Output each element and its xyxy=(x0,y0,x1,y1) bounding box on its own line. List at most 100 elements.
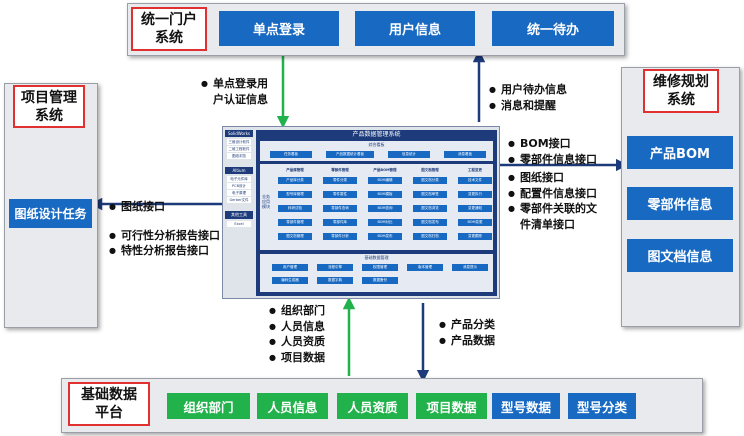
pdm-column-item: 零部件查询 xyxy=(323,205,357,212)
project-title: 项目管理 系统 xyxy=(13,85,85,128)
side-tool-item: 二维工程软件 xyxy=(227,146,251,152)
pdm-column-item: 图文档浏览 xyxy=(413,205,447,212)
portal-title: 统一门户 系统 xyxy=(131,7,207,51)
pdm-column-item: 图文档发布 xyxy=(413,219,447,226)
flow-label: 零部件关联的文 xyxy=(508,202,597,218)
pdm-column-item: 技术文件 xyxy=(458,177,492,184)
portal-todo-button[interactable]: 统一待办 xyxy=(492,11,614,46)
base-title: 基础数据 平台 xyxy=(68,382,150,426)
pdm-portal-cell: 消息看板 xyxy=(444,151,486,158)
pdm-base-region: 基础数据管理 用户管理 流程引擎 权限管理 版本管理 消息提示编码生成器 数据字典 数据备份 xyxy=(260,254,493,292)
pdm-vertical-label: 业务应用模块 xyxy=(262,194,270,209)
base-model-data-button[interactable]: 型号数据 xyxy=(492,393,560,419)
pdm-column-item: 零部件管理 xyxy=(278,219,312,226)
side-tool-label: Altium xyxy=(225,167,253,174)
drawing-task-button[interactable]: 图纸设计任务 xyxy=(9,199,92,228)
flow-label: 产品数据 xyxy=(439,334,495,350)
flow-label: 配置件信息接口 xyxy=(508,187,597,203)
base-org-button[interactable]: 组织部门 xyxy=(167,393,250,419)
pdm-side-tools: SolidWorks 三维设计软件 二维工程软件 图纸浏览 Altium 电子元… xyxy=(225,130,253,228)
pdm-base-cell: 消息提示 xyxy=(452,264,488,271)
pdm-base-cell: 版本管理 xyxy=(407,264,443,271)
pdm-portal-cell: 信息统计 xyxy=(388,151,430,158)
pdm-business-region: 业务应用模块 产品库管理产品库分类型号库管理科研试验零部件管理图文档管理零部件管… xyxy=(260,164,493,250)
flow-label: BOM接口 xyxy=(508,137,597,153)
flow-project-labels: 图纸接口 可行性分析报告接口 特性分析报告接口 xyxy=(109,200,220,260)
pdm-column-item: 图文档归档 xyxy=(413,233,447,240)
flow-label: 零部件信息接口 xyxy=(508,153,597,169)
portal-sso-button[interactable]: 单点登录 xyxy=(219,11,339,46)
side-tool-item: Gerber文件 xyxy=(227,197,251,203)
pdm-column-item: BOM模板 xyxy=(368,191,402,198)
repair-bom-button[interactable]: 产品BOM xyxy=(627,136,733,169)
flow-label: 人员信息 xyxy=(269,320,325,336)
pdm-column-item: 图文档管理 xyxy=(278,233,312,240)
repair-title: 维修规划 系统 xyxy=(643,69,719,113)
pdm-title: 产品数据管理系统 xyxy=(352,131,401,138)
pdm-system-diagram: SolidWorks 三维设计软件 二维工程软件 图纸浏览 Altium 电子元… xyxy=(222,126,500,299)
portal-user-info-button[interactable]: 用户信息 xyxy=(355,11,475,46)
pdm-base-cell: 数据备份 xyxy=(362,277,398,284)
side-tool-label: SolidWorks xyxy=(225,130,253,137)
pdm-column-item: 零部件分析 xyxy=(323,233,357,240)
pdm-base-cell: 权限管理 xyxy=(362,264,398,271)
side-tool-item: 三维设计软件 xyxy=(227,139,251,145)
flow-label: 组织部门 xyxy=(269,304,325,320)
pdm-base-cell: 编码生成器 xyxy=(272,277,308,284)
flow-portal-up-labels: 用户待办信息 消息和提醒 xyxy=(489,83,567,114)
flow-label: 单点登录用 xyxy=(201,77,268,93)
pdm-column-item: BOM发布 xyxy=(368,233,402,240)
repair-doc-info-button[interactable]: 图文档信息 xyxy=(627,239,733,272)
pdm-base-cell: 流程引擎 xyxy=(317,264,353,271)
pdm-portal-cell: 产品数据统计看板 xyxy=(326,151,374,158)
flow-label: 产品分类 xyxy=(439,318,495,334)
pdm-column-item: 科研试验 xyxy=(278,205,312,212)
pdm-column-item: 变更执行 xyxy=(458,191,492,198)
flow-label: 户认证信息 xyxy=(213,92,268,106)
pdm-portal-cell: 任务看板 xyxy=(270,151,312,158)
side-tool-item: PCB设计 xyxy=(227,183,251,189)
pdm-column-item: BOM编辑 xyxy=(368,177,402,184)
pdm-column-item: 变更跟踪 xyxy=(458,233,492,240)
pdm-portal-label: 综合看板 xyxy=(368,142,385,147)
side-tool-item: 电子原理 xyxy=(227,190,251,196)
flow-label: 图纸接口 xyxy=(508,171,597,187)
base-model-category-button[interactable]: 型号分类 xyxy=(568,393,636,419)
pdm-column-item: 零件属性 xyxy=(323,191,357,198)
flow-portal-down-labels: 单点登录用 户认证信息 xyxy=(201,77,268,107)
flow-repair-labels: BOM接口 零部件信息接口 图纸接口 配置件信息接口 零部件关联的文 件清单接口 xyxy=(508,137,597,232)
side-tool-item: 图纸浏览 xyxy=(227,153,251,159)
pdm-column-head: 工程变更 xyxy=(468,168,482,172)
flow-label: 用户待办信息 xyxy=(489,83,567,99)
pdm-column-item: 零部件库 xyxy=(323,219,357,226)
flow-label: 人员资质 xyxy=(269,335,325,351)
base-project-data-button[interactable]: 项目数据 xyxy=(416,393,487,419)
repair-part-info-button[interactable]: 零部件信息 xyxy=(627,187,733,220)
pdm-column-item: 产品库分类 xyxy=(278,177,312,184)
pdm-column-item: BOM变更 xyxy=(458,219,492,226)
flow-base-up-labels: 组织部门 人员信息 人员资质 项目数据 xyxy=(269,304,325,366)
pdm-base-cell: 数据字典 xyxy=(317,277,353,284)
flow-label: 项目数据 xyxy=(269,351,325,367)
side-tool-label: 其他工具 xyxy=(225,211,253,219)
pdm-column-head: 产品库管理 xyxy=(286,168,304,172)
pdm-portal-region: 综合看板 任务看板 产品数据统计看板 信息统计 消息看板 xyxy=(260,141,493,161)
pdm-base-label: 基础数据管理 xyxy=(364,255,389,260)
flow-label: 特性分析报告接口 xyxy=(109,244,220,260)
flow-label: 件清单接口 xyxy=(520,217,575,231)
flow-base-down-labels: 产品分类 产品数据 xyxy=(439,318,495,349)
pdm-column-head: 产品BOM管理 xyxy=(373,168,397,172)
pdm-column-item: BOM查询 xyxy=(368,205,402,212)
flow-label: 可行性分析报告接口 xyxy=(109,229,220,245)
pdm-column-item: 图文档分类 xyxy=(413,177,447,184)
pdm-column-item: 图文档审签 xyxy=(413,191,447,198)
pdm-column-head: 图文档管理 xyxy=(421,168,439,172)
base-qualification-button[interactable]: 人员资质 xyxy=(337,393,408,419)
side-tool-item: 电子元件库 xyxy=(227,176,251,182)
base-staff-button[interactable]: 人员信息 xyxy=(257,393,328,419)
side-tool-item: Excel xyxy=(227,221,251,227)
pdm-column-item: BOM对比 xyxy=(368,219,402,226)
pdm-column-item: 型号库管理 xyxy=(278,191,312,198)
pdm-base-cell: 用户管理 xyxy=(272,264,308,271)
flow-label: 图纸接口 xyxy=(109,200,220,216)
